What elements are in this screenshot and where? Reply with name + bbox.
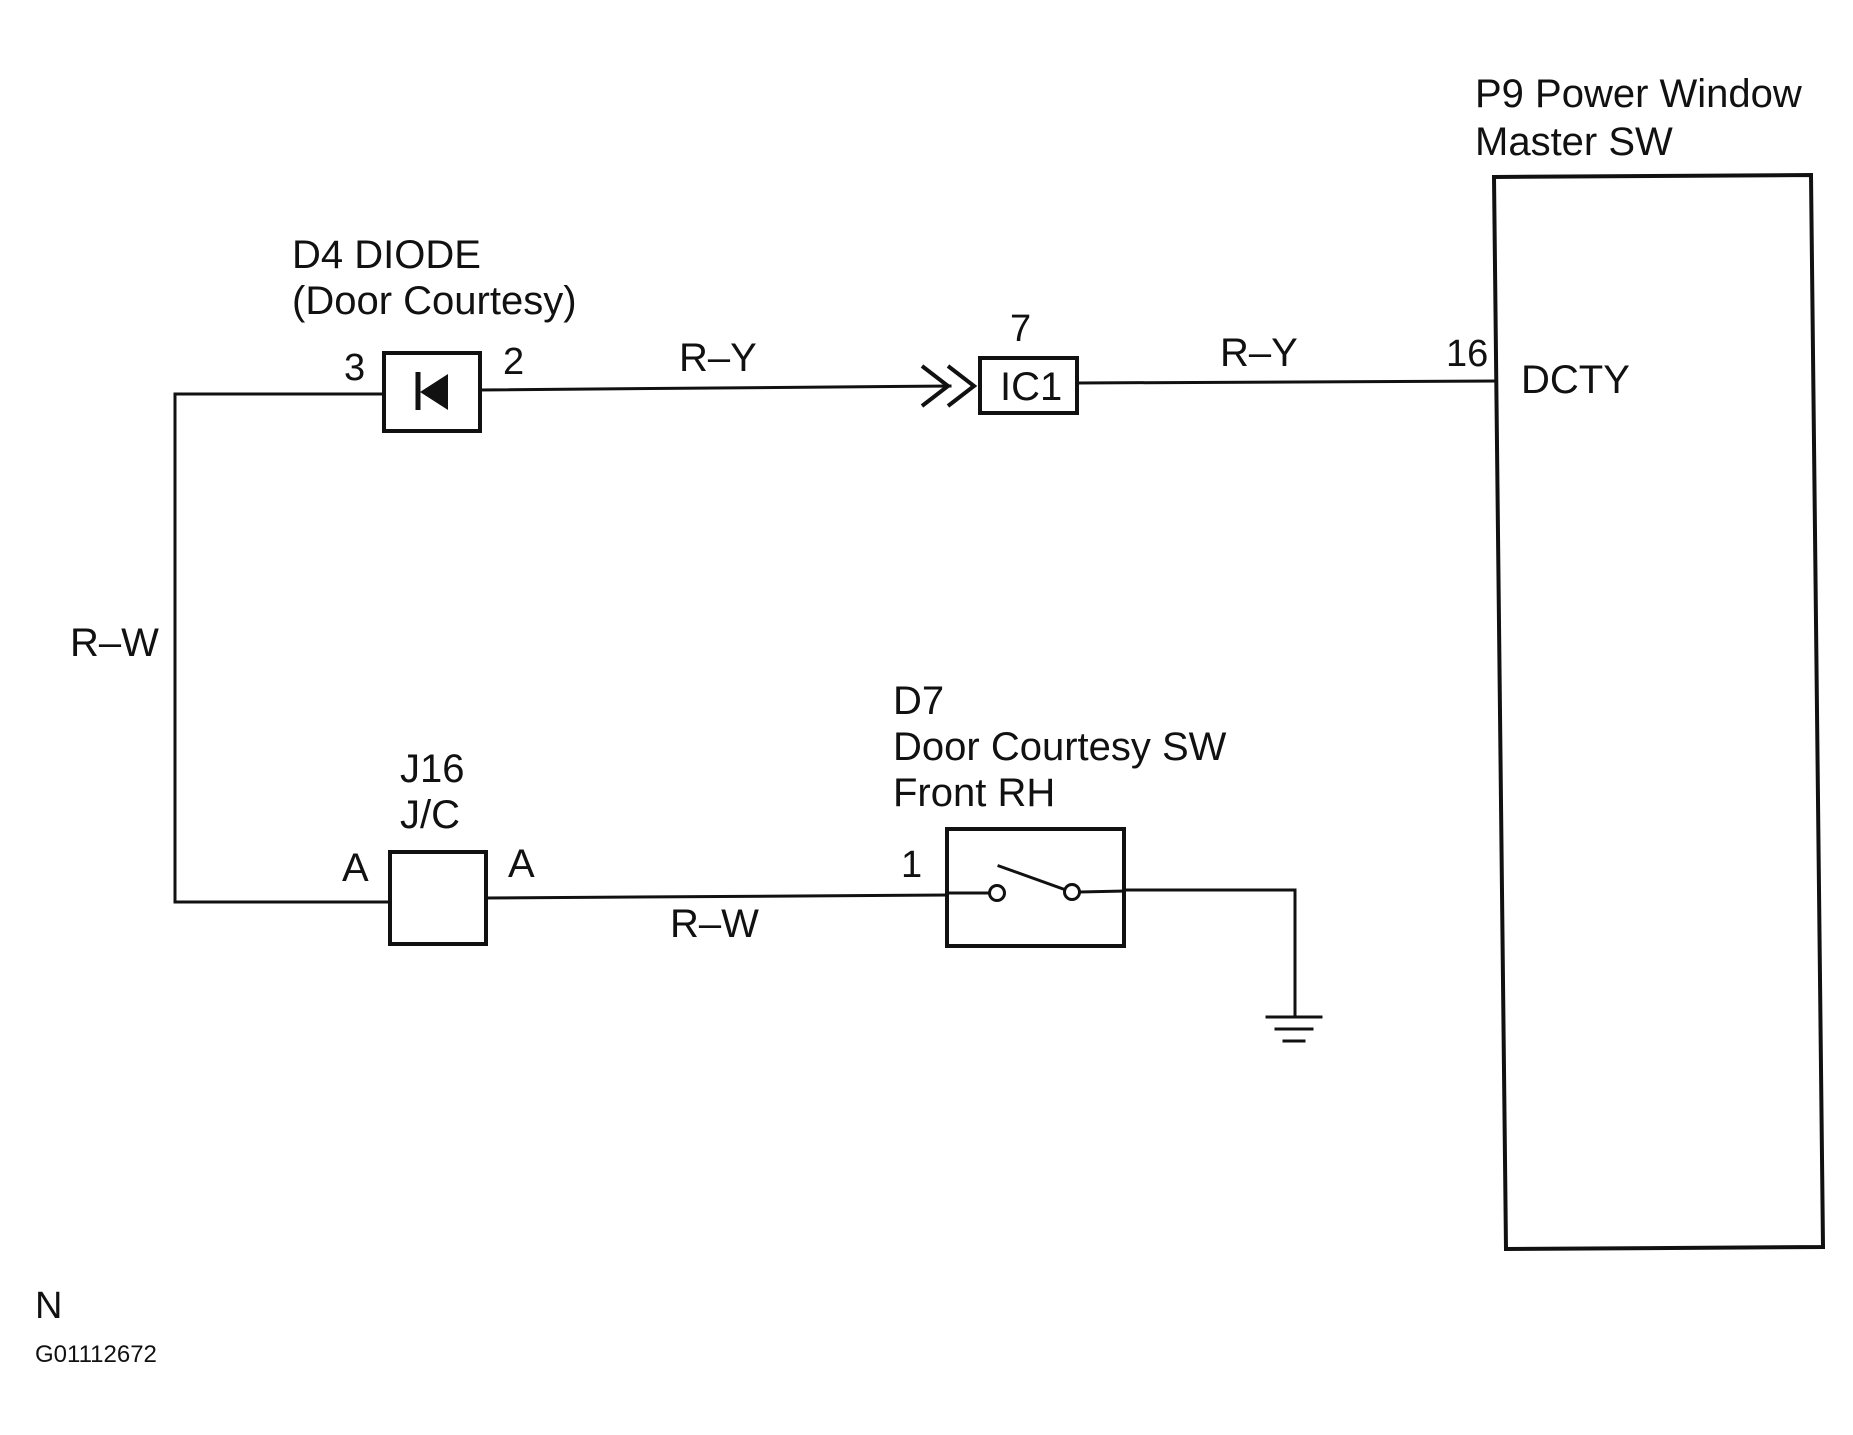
ic1-pin: 7	[1010, 308, 1031, 350]
connector-chevron-icon	[920, 364, 978, 408]
master-switch-title-line1: P9 Power Window	[1475, 72, 1802, 116]
ic1-box	[978, 356, 1079, 415]
jc-pin-right: A	[508, 842, 535, 886]
door-switch-title-line1: D7	[893, 679, 944, 723]
wire-ic1-to-master	[1076, 379, 1499, 385]
door-switch-pin: 1	[901, 844, 922, 886]
diode-d4	[382, 351, 482, 433]
ic1-label: IC1	[1000, 365, 1062, 409]
master-switch-box	[1491, 172, 1826, 1252]
door-switch-title-line2: Door Courtesy SW	[893, 725, 1227, 769]
wire-label-jc-to-switch: R–W	[670, 902, 759, 946]
diode-box	[382, 351, 482, 433]
door-switch-d7	[945, 827, 1126, 948]
footer-mark: N	[35, 1285, 62, 1327]
master-switch-title-line2: Master SW	[1475, 120, 1673, 164]
diode-title-line2: (Door Courtesy)	[292, 279, 577, 323]
master-switch-pin-number: 16	[1446, 333, 1488, 375]
connector-ic1	[920, 356, 1079, 415]
switch-contact-icon	[945, 864, 1126, 902]
ground-icon	[1265, 1015, 1323, 1043]
jc-pin-left: A	[342, 846, 369, 890]
wires	[173, 379, 1499, 1019]
diode-title-line1: D4 DIODE	[292, 233, 481, 277]
switch-box	[945, 827, 1126, 948]
jc-title-line1: J16	[400, 747, 465, 791]
wire-jc-to-switch	[484, 893, 949, 900]
wire-label-diode-to-ic1: R–Y	[679, 336, 757, 380]
figure-id: G01112672	[35, 1341, 157, 1368]
wire-label-ic1-to-master: R–Y	[1220, 331, 1298, 375]
door-switch-title-line3: Front RH	[893, 771, 1055, 815]
jc-box	[388, 850, 488, 946]
master-switch-pin-name: DCTY	[1521, 358, 1630, 402]
diode-icon	[415, 372, 448, 410]
wire-diode-to-ic1	[478, 384, 952, 392]
wire-label-left-vertical: R–W	[70, 621, 159, 665]
diode-pin-right: 2	[503, 341, 524, 383]
wire-switch-to-ground	[1122, 888, 1297, 1019]
diode-pin-left: 3	[344, 347, 365, 389]
jc-title-line2: J/C	[400, 793, 460, 837]
